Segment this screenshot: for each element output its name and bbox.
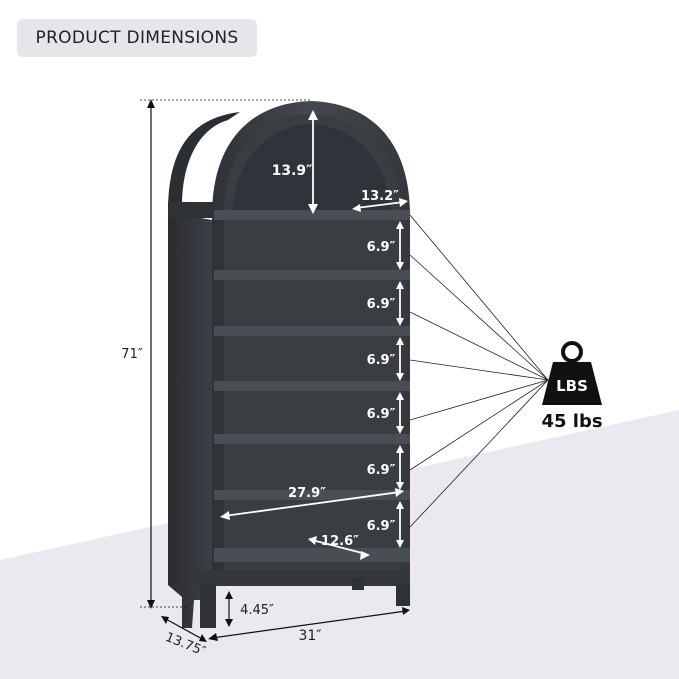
weight-lines <box>409 214 549 528</box>
shelf-gap-label-3: 6.9″ <box>367 353 396 368</box>
total-width-arrow <box>208 607 410 641</box>
arch-height-label: 13.9″ <box>272 163 313 179</box>
inner-width-arrow <box>220 488 404 520</box>
weight-icon <box>542 341 602 405</box>
leg-height-arrow <box>225 591 233 627</box>
inner-width-label: 27.9″ <box>288 486 326 501</box>
shelf-gap-label-2: 6.9″ <box>367 297 396 312</box>
shelf-gap-label-6: 6.9″ <box>367 519 396 534</box>
leg-height-label: 4.45″ <box>240 603 274 618</box>
shelf-gap-label-5: 6.9″ <box>367 463 396 478</box>
total-height-arrow <box>140 99 310 609</box>
arch-height-arrow <box>308 110 318 214</box>
total-width-label: 31″ <box>298 628 321 644</box>
bookcase-frame <box>212 101 410 585</box>
shelf-depth-label: 12.6″ <box>321 534 359 549</box>
weight-badge-label: LBS <box>556 377 588 395</box>
bookcase-side-panel <box>168 112 240 628</box>
shelf-gap-arrows <box>396 221 404 548</box>
shelf-gap-label-1: 6.9″ <box>367 240 396 255</box>
total-depth-arrow <box>161 616 207 642</box>
total-height-label: 71″ <box>121 347 143 362</box>
weight-value: 45 lbs <box>541 411 602 432</box>
bookcase-base <box>190 570 410 628</box>
total-depth-label: 13.75″ <box>163 630 208 660</box>
arch-width-arrow <box>352 198 408 212</box>
arch-width-label: 13.2″ <box>361 189 399 204</box>
shelf-gap-label-4: 6.9″ <box>367 407 396 422</box>
page-title: PRODUCT DIMENSIONS <box>17 19 257 57</box>
shelf-depth-arrow <box>308 536 370 560</box>
